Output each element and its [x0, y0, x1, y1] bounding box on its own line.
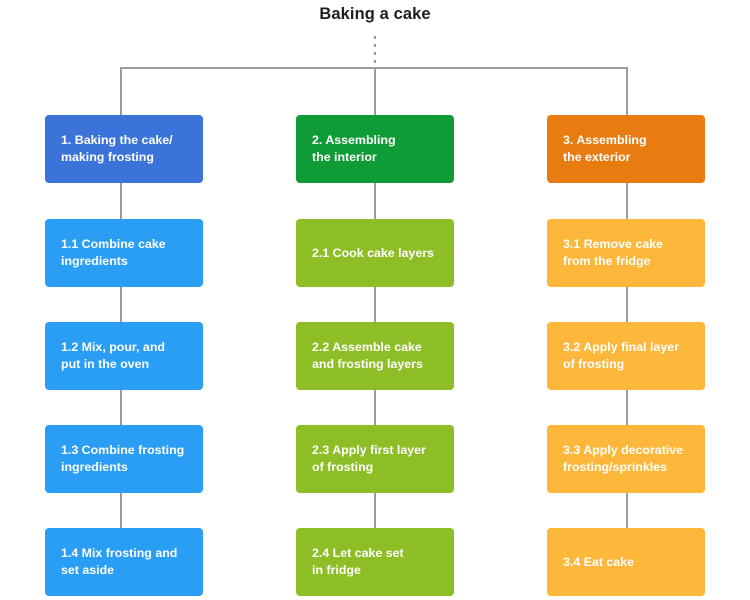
branch-3-item-1-label: 3.1 Remove cake from the fridge: [563, 237, 663, 268]
branch-3-item-2[interactable]: 3.2 Apply final layer of frosting: [547, 322, 705, 390]
branch-2-item-1[interactable]: 2.1 Cook cake layers: [296, 219, 454, 287]
branch-1-item-2-label: 1.2 Mix, pour, and put in the oven: [61, 340, 165, 371]
branch-1-item-2[interactable]: 1.2 Mix, pour, and put in the oven: [45, 322, 203, 390]
branch-2-item-1-label: 2.1 Cook cake layers: [312, 245, 434, 260]
branch-header-3-label: 3. Assembling the exterior: [563, 133, 647, 164]
page-title: Baking a cake: [319, 5, 431, 23]
branch-3-item-3-label: 3.3 Apply decorative frosting/sprinkles: [563, 443, 684, 474]
branch-3-item-4[interactable]: 3.4 Eat cake: [547, 528, 705, 596]
branch-3-item-2-label: 3.2 Apply final layer of frosting: [563, 340, 679, 371]
branch-1-item-1[interactable]: 1.1 Combine cake ingredients: [45, 219, 203, 287]
branch-2-item-2[interactable]: 2.2 Assemble cake and frosting layers: [296, 322, 454, 390]
branch-2-item-3[interactable]: 2.3 Apply first layer of frosting: [296, 425, 454, 493]
branch-2-item-4-label: 2.4 Let cake set in fridge: [312, 546, 404, 577]
branch-1-item-3[interactable]: 1.3 Combine frosting ingredients: [45, 425, 203, 493]
branch-header-1[interactable]: 1. Baking the cake/ making frosting: [45, 115, 203, 183]
branch-header-1-label: 1. Baking the cake/ making frosting: [61, 133, 173, 164]
branch-header-2[interactable]: 2. Assembling the interior: [296, 115, 454, 183]
branch-1-item-3-label: 1.3 Combine frosting ingredients: [61, 443, 185, 474]
branch-2-item-2-label: 2.2 Assemble cake and frosting layers: [312, 340, 423, 371]
branch-header-2-label: 2. Assembling the interior: [312, 133, 396, 164]
branch-2-item-4[interactable]: 2.4 Let cake set in fridge: [296, 528, 454, 596]
branch-1-item-1-label: 1.1 Combine cake ingredients: [61, 237, 166, 268]
branch-1-item-4[interactable]: 1.4 Mix frosting and set aside: [45, 528, 203, 596]
branch-2-item-3-label: 2.3 Apply first layer of frosting: [312, 443, 426, 474]
branch-1-item-4-label: 1.4 Mix frosting and set aside: [61, 546, 178, 577]
branch-3-item-1[interactable]: 3.1 Remove cake from the fridge: [547, 219, 705, 287]
branch-3-item-4-label: 3.4 Eat cake: [563, 554, 634, 569]
branch-header-3[interactable]: 3. Assembling the exterior: [547, 115, 705, 183]
branch-3-item-3[interactable]: 3.3 Apply decorative frosting/sprinkles: [547, 425, 705, 493]
